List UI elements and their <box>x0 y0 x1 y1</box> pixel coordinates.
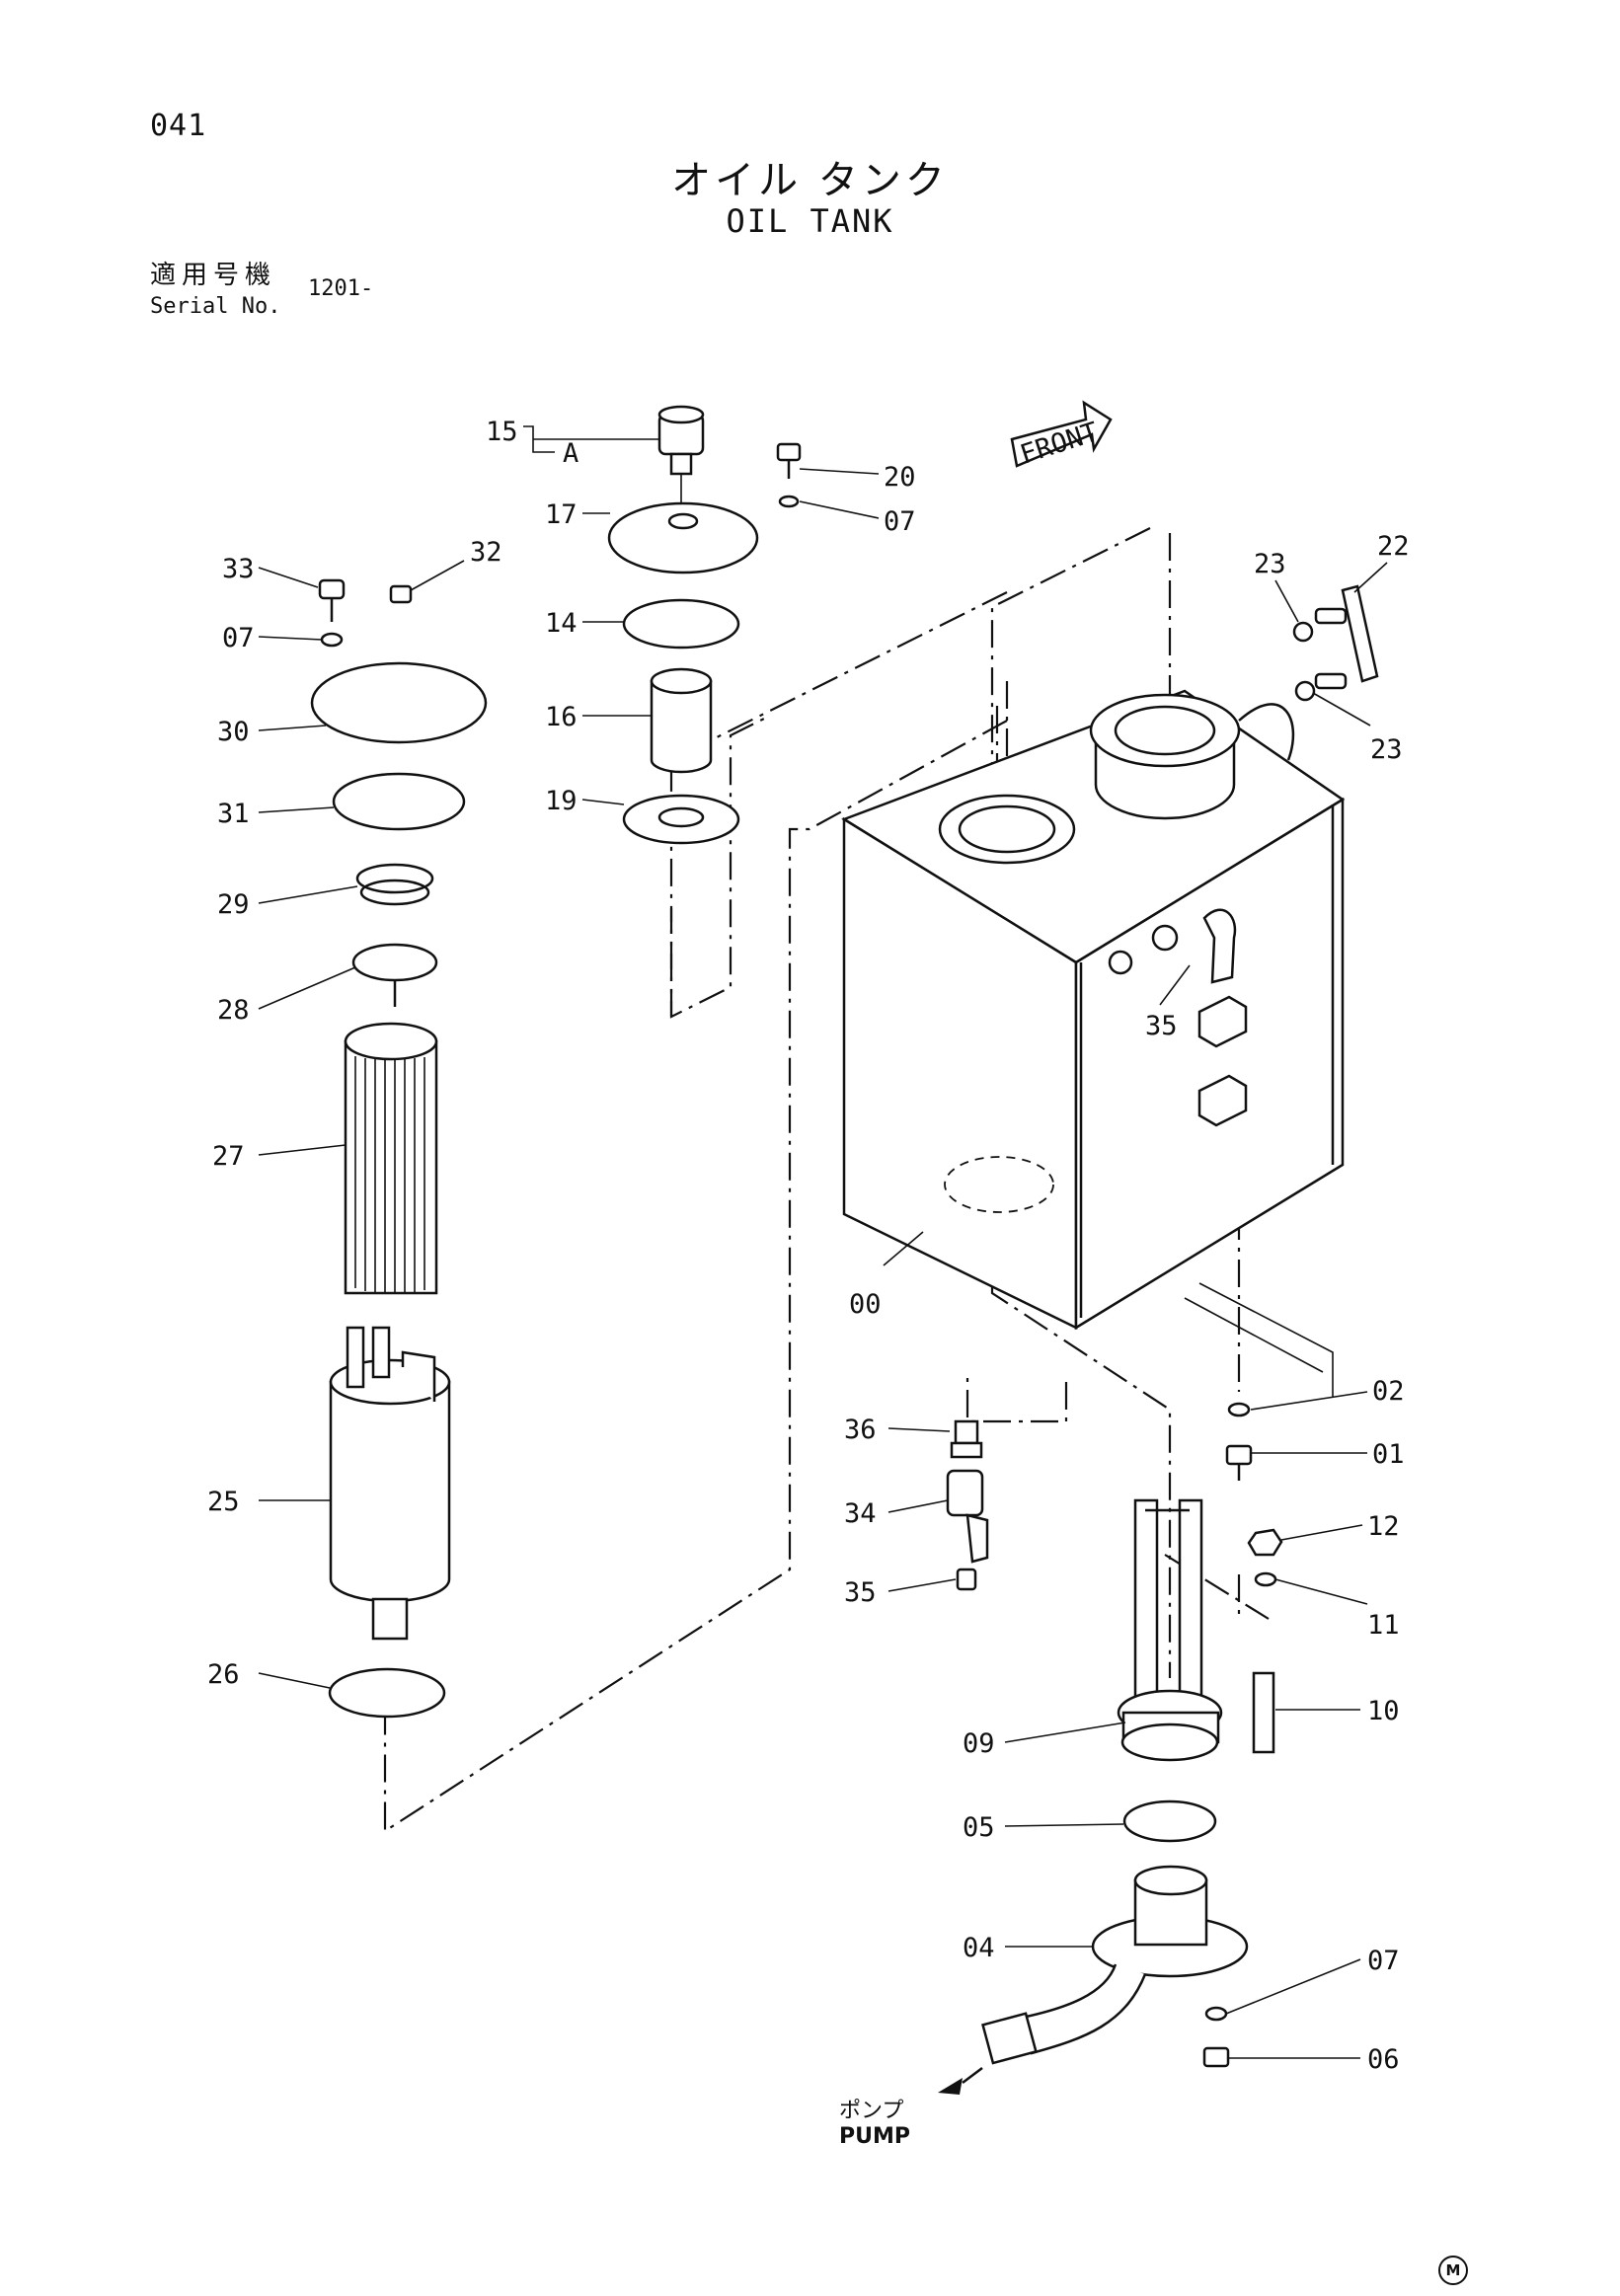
page-number: 041 <box>150 109 207 143</box>
front-direction-arrow: FRONT <box>1010 400 1113 471</box>
oil-tank-body <box>841 689 1346 1397</box>
callout-leaders <box>258 425 1388 2059</box>
callout-02: 02 <box>1372 1376 1405 1407</box>
callout-15-a: A <box>563 438 579 469</box>
serial-label-japanese: 適用号機 <box>150 261 277 290</box>
callout-23-upper: 23 <box>1254 549 1286 579</box>
callout-30: 30 <box>217 717 250 747</box>
circled-m-mark: M <box>1438 2256 1468 2285</box>
callout-33: 33 <box>222 554 255 584</box>
callout-25: 25 <box>207 1487 240 1517</box>
callout-28: 28 <box>217 995 250 1026</box>
serial-number-value: 1201- <box>308 276 374 301</box>
callout-36: 36 <box>844 1415 877 1445</box>
callout-11: 11 <box>1367 1610 1400 1641</box>
callout-10: 10 <box>1367 1696 1400 1726</box>
pump-label-english: PUMP <box>839 2124 911 2149</box>
callout-29: 29 <box>217 889 250 920</box>
callout-numbers: 15 A 20 07 17 14 16 19 33 32 07 30 31 29… <box>207 417 1410 2075</box>
callout-26: 26 <box>207 1659 240 1690</box>
callout-07-left: 07 <box>222 623 255 653</box>
callout-17: 17 <box>545 499 578 530</box>
callout-31: 31 <box>217 799 250 829</box>
callout-09: 09 <box>963 1728 995 1759</box>
callout-35-tank: 35 <box>1145 1011 1178 1041</box>
front-label: FRONT <box>1017 417 1103 471</box>
callout-05: 05 <box>963 1812 995 1843</box>
callout-07-upper: 07 <box>884 506 916 537</box>
breather-parts-center <box>607 405 802 845</box>
callout-01: 01 <box>1372 1439 1405 1470</box>
callout-12: 12 <box>1367 1511 1400 1542</box>
callout-19: 19 <box>545 786 578 816</box>
pump-label-japanese: ポンプ <box>839 2099 904 2123</box>
callout-34: 34 <box>844 1498 877 1529</box>
callout-16: 16 <box>545 702 578 732</box>
callout-23-lower: 23 <box>1370 734 1403 765</box>
callout-06: 06 <box>1367 2044 1400 2075</box>
callout-22: 22 <box>1377 531 1410 562</box>
callout-07-lower: 07 <box>1367 1946 1400 1976</box>
callout-32: 32 <box>470 537 502 568</box>
page-title-english: OIL TANK <box>726 202 894 240</box>
suction-parts-lower <box>938 1402 1283 2095</box>
callout-35-lower: 35 <box>844 1577 877 1608</box>
filter-parts-left <box>310 578 488 1719</box>
serial-label-english: Serial No. <box>150 294 281 319</box>
bracket-parts-right <box>1292 584 1379 702</box>
callout-15: 15 <box>486 417 518 447</box>
callout-20: 20 <box>884 462 916 493</box>
callout-14: 14 <box>545 608 578 639</box>
callout-04: 04 <box>963 1933 995 1963</box>
callout-00: 00 <box>849 1289 882 1320</box>
page-title-japanese: オイル タンク <box>671 158 949 203</box>
callout-27: 27 <box>212 1141 245 1172</box>
